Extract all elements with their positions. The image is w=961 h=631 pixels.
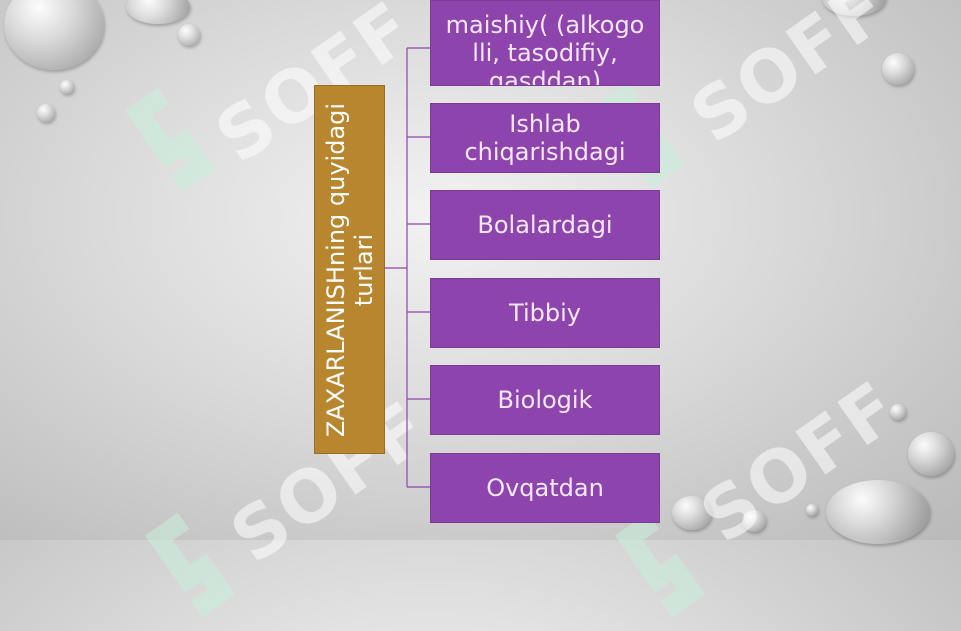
- child-node-tibbiy: Tibbiy: [430, 278, 660, 348]
- water-drop-decoration: [60, 80, 74, 94]
- child-node-bolalardagi: Bolalardagi: [430, 190, 660, 260]
- water-drop-decoration: [806, 504, 818, 516]
- child-node-ishlab: Ishlab chiqarishdagi: [430, 103, 660, 173]
- water-drop-decoration: [37, 104, 55, 122]
- root-node-label: ZAXARLANISHning quyidagi turlari: [321, 102, 378, 437]
- water-drop-decoration: [826, 480, 930, 544]
- child-node-label: maishiy( (alkogo lli, tasodifiy, qasddan…: [445, 11, 645, 86]
- watermark-logo-icon: [124, 87, 216, 193]
- water-drop-decoration: [178, 24, 200, 46]
- water-drop-decoration: [822, 0, 886, 16]
- child-node-label: Bolalardagi: [477, 211, 613, 239]
- water-drop-decoration: [742, 510, 766, 532]
- child-node-maishiy: maishiy( (alkogo lli, tasodifiy, qasddan…: [430, 0, 660, 86]
- root-node: ZAXARLANISHning quyidagi turlari: [314, 85, 385, 454]
- child-node-label: Biologik: [497, 386, 593, 414]
- child-node-label: Tibbiy: [509, 299, 581, 327]
- child-node-label: Ishlab chiqarishdagi: [464, 110, 626, 166]
- water-drop-decoration: [4, 0, 104, 70]
- water-drop-decoration: [882, 53, 914, 85]
- child-node-biologik: Biologik: [430, 365, 660, 435]
- connector-lines: [383, 47, 430, 488]
- child-node-ovqatdan: Ovqatdan: [430, 453, 660, 523]
- water-drop-decoration: [890, 404, 906, 420]
- water-drop-decoration: [908, 432, 954, 476]
- child-node-label: Ovqatdan: [486, 474, 604, 502]
- water-drop-decoration: [672, 496, 712, 530]
